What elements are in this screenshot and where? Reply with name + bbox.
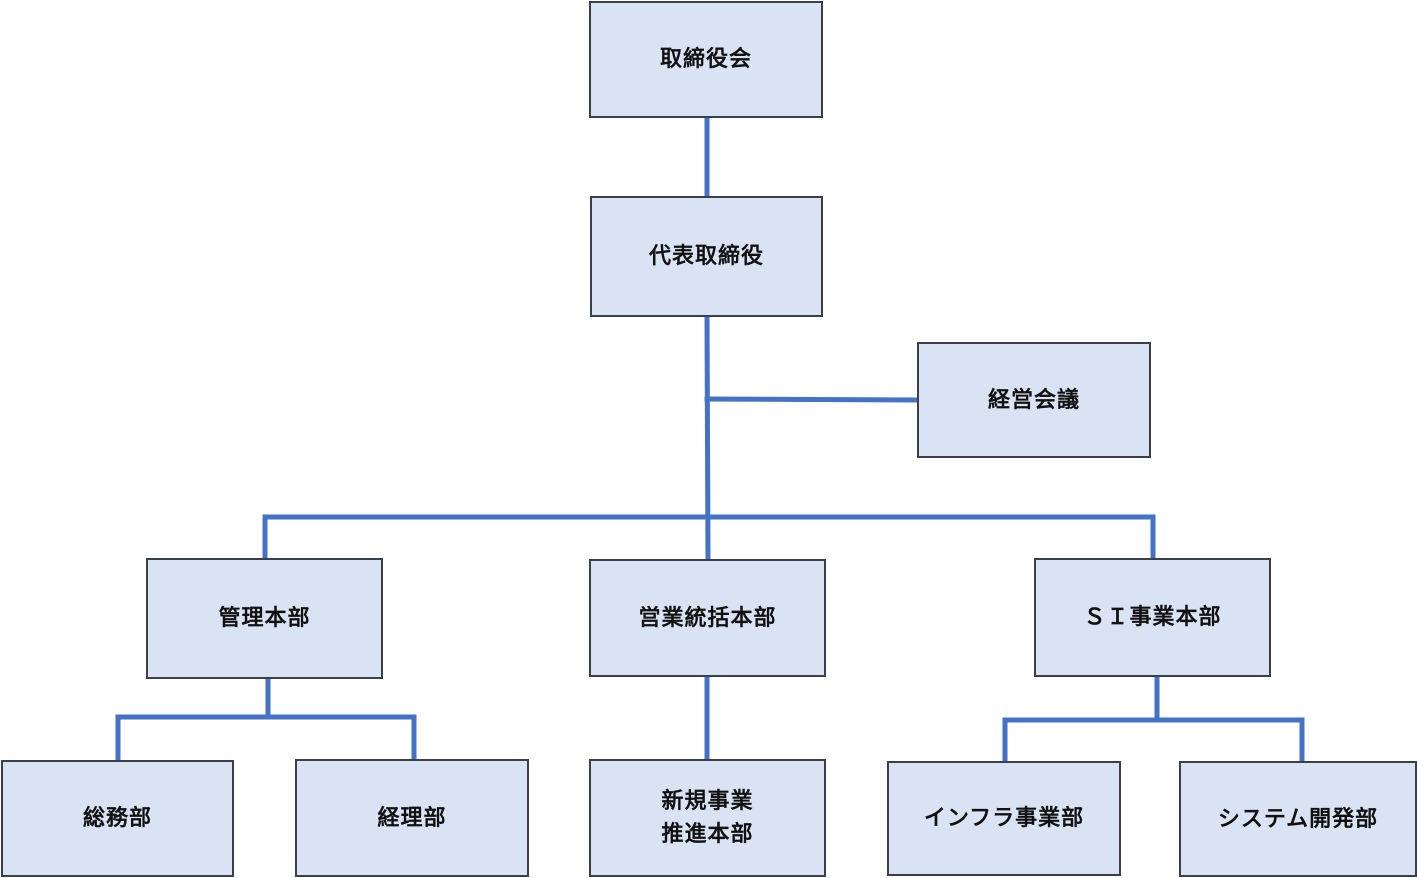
new-business-label: 新規事業 推進本部: [661, 785, 753, 851]
system-dev-box: システム開発部: [1179, 761, 1417, 877]
si-hq-label: ＳＩ事業本部: [1083, 605, 1222, 630]
system-dev-label: システム開発部: [1217, 806, 1379, 832]
board-box: 取締役会: [589, 1, 823, 118]
infra-box: インフラ事業部: [887, 761, 1121, 876]
new-business-line2: 推進本部: [661, 822, 754, 847]
mgmt-meeting-box: 経営会議: [917, 342, 1151, 458]
mgmt-meeting-label: 経営会議: [987, 387, 1080, 413]
connector-ceo-trunk: [704, 313, 711, 562]
new-business-box: 新規事業 推進本部: [589, 759, 826, 877]
sales-hq-label: 営業統括本部: [638, 605, 777, 631]
ceo-label: 代表取締役: [648, 244, 764, 269]
si-hq-box: ＳＩ事業本部: [1034, 558, 1271, 677]
general-affairs-label: 総務部: [82, 806, 152, 831]
accounting-box: 経理部: [295, 759, 529, 877]
admin-hq-label: 管理本部: [218, 606, 311, 631]
ceo-box: 代表取締役: [590, 196, 823, 317]
new-business-line1: 新規事業: [661, 789, 754, 814]
admin-hq-box: 管理本部: [146, 558, 383, 679]
accounting-label: 経理部: [377, 805, 447, 831]
board-label: 取締役会: [659, 47, 752, 72]
connector-trunk-mgmt-meeting: [704, 396, 920, 403]
sales-hq-box: 営業統括本部: [589, 559, 826, 677]
infra-label: インフラ事業部: [923, 806, 1085, 831]
general-affairs-box: 総務部: [1, 760, 234, 877]
